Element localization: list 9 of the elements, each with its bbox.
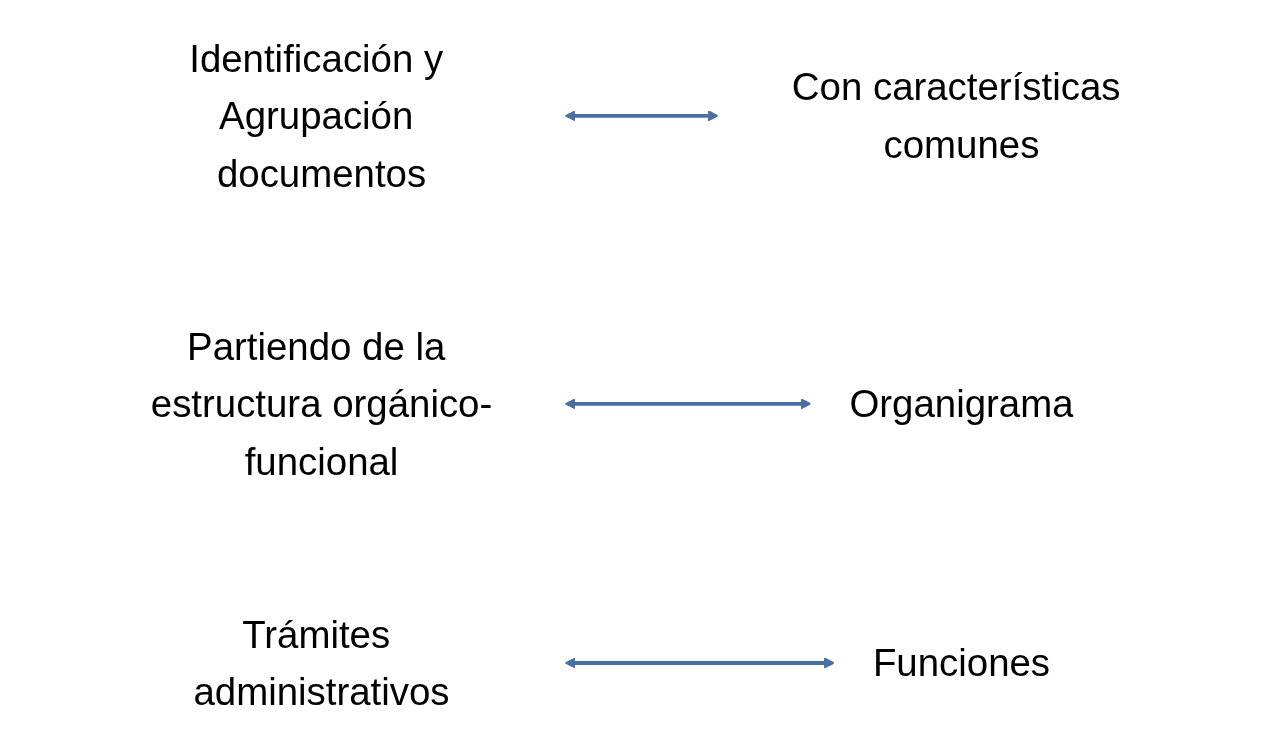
- node-text: Trámites administrativos: [193, 613, 450, 713]
- arrow: [564, 398, 812, 410]
- node-text: Con características comunes: [791, 65, 1121, 166]
- node-text: Partiendo de la estructura orgánico-funcional: [150, 325, 493, 483]
- node-text: Funciones: [872, 641, 1051, 685]
- arrow: [564, 110, 719, 122]
- node-text: Organigrama: [849, 382, 1074, 425]
- arrow: [564, 657, 835, 669]
- node-text: Identificación y Agrupación documentos: [189, 37, 444, 195]
